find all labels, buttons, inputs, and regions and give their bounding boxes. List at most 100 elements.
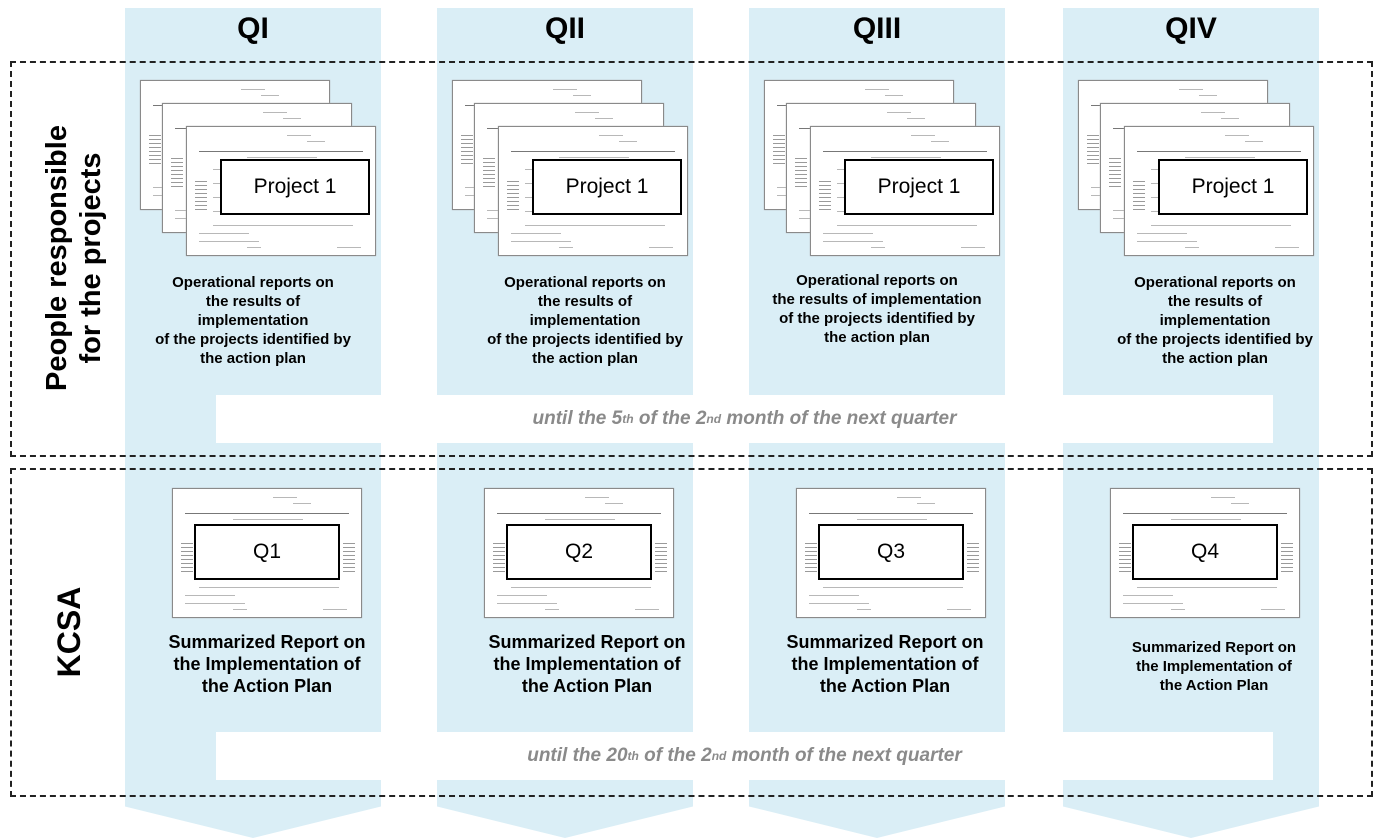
doc-rule <box>185 603 245 604</box>
quarter-header-1: QI <box>237 12 269 45</box>
doc-rule <box>1261 609 1285 610</box>
projects-row-label: People responsible for the projects <box>40 125 108 391</box>
deadline-post: month of the next quarter <box>726 745 962 766</box>
doc-text-block <box>181 543 193 573</box>
caption-line: the action plan <box>824 329 930 346</box>
doc-rule <box>1199 95 1217 96</box>
doc-rule <box>823 233 873 234</box>
doc-rule <box>233 519 303 520</box>
quarter-summary-label-3: Q3 <box>818 524 964 580</box>
doc-rule <box>283 118 301 119</box>
doc-rule <box>497 595 547 596</box>
doc-text-block <box>507 181 519 211</box>
doc-rule <box>897 497 921 498</box>
projects-caption-2: Operational reports on the results of im… <box>457 273 713 368</box>
doc-rule <box>247 247 261 248</box>
caption-line: implementation <box>529 312 641 329</box>
doc-text-block <box>1087 135 1099 165</box>
doc-rule <box>809 603 869 604</box>
doc-rule <box>1137 241 1197 242</box>
doc-text-block <box>149 135 161 165</box>
caption-line: the action plan <box>200 350 306 367</box>
caption-line: implementation <box>1159 312 1271 329</box>
doc-rule <box>185 513 349 514</box>
doc-rule <box>837 225 977 226</box>
deadline-pre: until the 20 <box>527 745 628 766</box>
caption-line: Summarized Report on <box>786 632 984 652</box>
doc-rule <box>553 89 577 90</box>
doc-text-block <box>773 135 785 165</box>
doc-rule <box>947 609 971 610</box>
doc-rule <box>337 247 361 248</box>
doc-rule <box>907 118 925 119</box>
kcsa-caption-2: Summarized Report on the Implementation … <box>462 631 712 697</box>
deadline-mid: of the 2 <box>633 408 707 429</box>
caption-line: the Implementation of <box>791 654 979 674</box>
doc-rule <box>545 519 615 520</box>
doc-rule <box>287 135 311 136</box>
caption-line: of the projects identified by <box>1117 331 1313 348</box>
caption-line: the Action Plan <box>819 676 951 696</box>
deadline-sup1: th <box>622 412 634 426</box>
caption-line: of the projects identified by <box>155 331 351 348</box>
caption-line: the results of <box>537 293 633 310</box>
doc-rule <box>511 233 561 234</box>
quarter-summary-label-2: Q2 <box>506 524 652 580</box>
doc-text-block <box>1119 543 1131 573</box>
doc-rule <box>1231 503 1249 504</box>
doc-rule <box>595 118 613 119</box>
doc-rule <box>857 519 927 520</box>
doc-text-block <box>343 543 355 573</box>
quarter-header-2: QII <box>544 12 585 45</box>
doc-rule <box>871 247 885 248</box>
caption-line: Operational reports on <box>504 274 666 291</box>
deadline-sup1: th <box>627 749 639 763</box>
caption-line: Summarized Report on <box>1131 639 1297 656</box>
kcsa-row-band <box>10 468 1373 797</box>
doc-rule <box>1179 89 1203 90</box>
doc-rule <box>247 157 317 158</box>
doc-text-block <box>1133 181 1145 211</box>
doc-rule <box>857 609 871 610</box>
doc-rule <box>599 135 623 136</box>
projects-caption-1: Operational reports on the results of im… <box>125 273 381 368</box>
doc-rule <box>585 497 609 498</box>
doc-rule <box>525 225 665 226</box>
projects-row-label-line2: for the projects <box>75 152 107 364</box>
doc-rule <box>911 135 935 136</box>
doc-rule <box>497 513 661 514</box>
doc-rule <box>1151 225 1291 226</box>
deadline-pre: until the 5 <box>532 408 623 429</box>
quarter-header-4: QIV <box>1165 12 1217 45</box>
kcsa-caption-1: Summarized Report on the Implementation … <box>162 631 372 697</box>
doc-rule <box>809 595 859 596</box>
caption-line: of the projects identified by <box>779 310 975 327</box>
doc-rule <box>1137 151 1301 152</box>
doc-rule <box>1137 233 1187 234</box>
caption-line: of the projects identified by <box>487 331 683 348</box>
doc-rule <box>931 141 949 142</box>
caption-line: the Action Plan <box>1159 677 1269 694</box>
caption-line: the action plan <box>1162 350 1268 367</box>
projects-row-label-line1: People responsible <box>41 125 73 391</box>
deadline-sup2: nd <box>706 412 722 426</box>
doc-rule <box>1137 587 1277 588</box>
doc-text-block <box>967 543 979 573</box>
projects-caption-3: Operational reports on the results of im… <box>740 271 1014 347</box>
doc-rule <box>809 513 973 514</box>
doc-rule <box>199 241 259 242</box>
doc-rule <box>1221 118 1239 119</box>
caption-line: the results of <box>1167 293 1263 310</box>
doc-rule <box>619 141 637 142</box>
doc-rule <box>961 247 985 248</box>
doc-rule <box>293 503 311 504</box>
quarter-summary-label-4: Q4 <box>1132 524 1278 580</box>
kcsa-caption-3: Summarized Report on the Implementation … <box>755 631 1015 697</box>
caption-line: Operational reports on <box>796 272 958 289</box>
doc-rule <box>233 609 247 610</box>
project-label-4: Project 1 <box>1158 159 1308 215</box>
doc-rule <box>559 157 629 158</box>
doc-text-block <box>819 181 831 211</box>
doc-rule <box>575 112 599 113</box>
